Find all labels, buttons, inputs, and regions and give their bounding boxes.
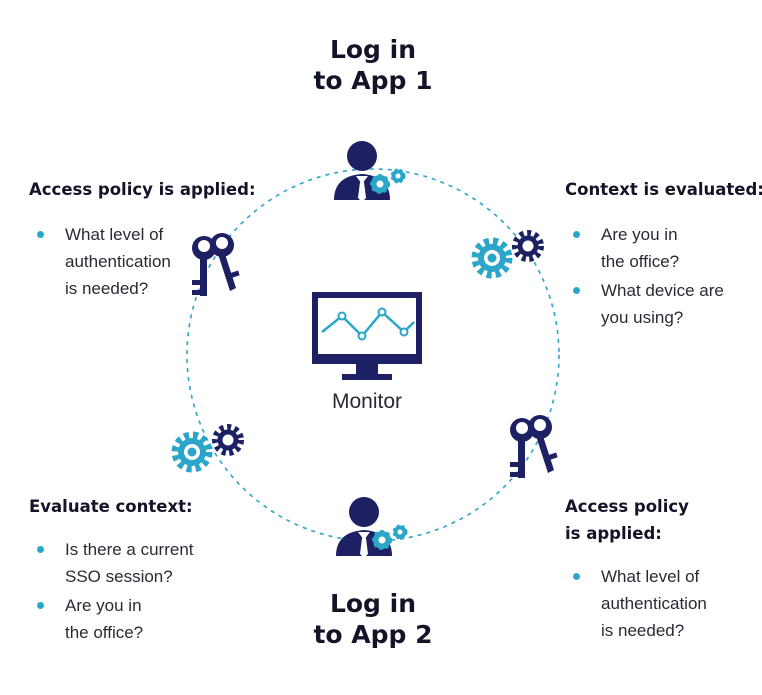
list-item: What device are you using?: [565, 277, 762, 331]
bottom-title-line-2: to App 2: [313, 620, 433, 649]
step-heading: Access policy is applied:: [29, 180, 256, 199]
list-item: Are you in the office?: [565, 221, 762, 275]
step-heading: Access policy is applied:: [565, 497, 689, 543]
bottom-title: Log in to App 2: [273, 588, 473, 650]
list-item: What level of authentication is needed?: [565, 563, 707, 644]
top-title-line-1: Log in: [329, 35, 417, 64]
gears-icon: [471, 230, 544, 279]
keys-icon: [192, 233, 240, 296]
step-evaluate-context: Evaluate context: Is there a current SSO…: [29, 493, 194, 648]
monitor-chart-icon: [312, 292, 422, 380]
list-item: Is there a current SSO session?: [29, 536, 194, 590]
monitor-label: Monitor: [331, 390, 403, 413]
bullet-list: What level of authentication is needed?: [565, 563, 707, 644]
user-gears-icon: [336, 497, 408, 558]
keys-icon: [510, 415, 558, 478]
top-title-line-2: to App 1: [313, 66, 433, 95]
gears-icon: [171, 424, 244, 473]
step-heading: Evaluate context:: [29, 497, 193, 516]
list-item: Are you in the office?: [29, 592, 194, 646]
bottom-title-line-1: Log in: [329, 589, 417, 618]
step-access-policy-bottom: Access policy is applied: What level of …: [565, 493, 707, 646]
bullet-list: Is there a current SSO session? Are you …: [29, 536, 194, 646]
top-title: Log in to App 1: [273, 34, 473, 96]
list-item: What level of authentication is needed?: [29, 221, 256, 302]
step-heading: Context is evaluated:: [565, 180, 762, 199]
bullet-list: What level of authentication is needed?: [29, 221, 256, 302]
bullet-list: Are you in the office? What device are y…: [565, 221, 762, 331]
user-gears-icon: [334, 141, 406, 202]
step-context-evaluated: Context is evaluated: Are you in the off…: [565, 176, 762, 333]
step-access-policy-top: Access policy is applied: What level of …: [29, 176, 256, 304]
